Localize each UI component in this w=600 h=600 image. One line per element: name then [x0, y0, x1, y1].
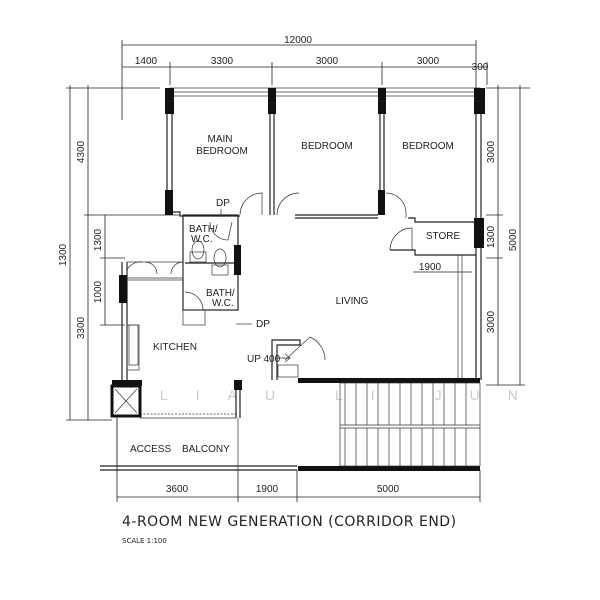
- dim-right-3: 3000: [486, 310, 497, 333]
- dim-right-2: 1300: [486, 225, 497, 248]
- dim-store-width: 1900: [419, 262, 442, 273]
- label-bath-2a: BATH/: [206, 288, 235, 299]
- label-bath-1b: W.C.: [191, 234, 213, 245]
- label-bath-1a: BATH/: [189, 224, 218, 235]
- dim-bottom-1: 3600: [166, 484, 189, 495]
- room-labels: MAIN BEDROOM BEDROOM BEDROOM STORE 1900 …: [130, 134, 472, 455]
- label-kitchen: KITCHEN: [153, 342, 197, 353]
- drawing-scale: SCALE 1:100: [122, 537, 167, 545]
- label-bath-2b: W.C.: [212, 298, 234, 309]
- top-dimensions: 12000 1400 3300 3000 3000 300: [121, 35, 489, 120]
- dim-bottom-3: 5000: [377, 484, 400, 495]
- dim-left-1: 4300: [76, 140, 87, 163]
- dim-bottom-2: 1900: [256, 484, 279, 495]
- staircase: [339, 382, 481, 467]
- structural-columns: [112, 88, 485, 471]
- dim-total-width: 12000: [284, 35, 312, 46]
- label-balcony: BALCONY: [182, 444, 230, 455]
- dim-top-1: 1400: [135, 56, 158, 67]
- dp-bottom: DP: [256, 319, 270, 330]
- right-dimensions: 3000 1300 3000 5000: [486, 85, 530, 386]
- dim-right-total: 5000: [508, 228, 519, 251]
- dim-top-5: 300: [472, 62, 489, 73]
- drawing-title: 4-ROOM NEW GENERATION (CORRIDOR END): [122, 514, 457, 530]
- dim-right-1: 3000: [486, 140, 497, 163]
- dim-top-4: 3000: [417, 56, 440, 67]
- label-main-bedroom-1: MAIN: [208, 134, 233, 145]
- dim-top-2: 3300: [211, 56, 234, 67]
- refuse-chute-icon: [110, 384, 142, 418]
- label-living: LIVING: [336, 296, 369, 307]
- dim-left-inner-1: 1300: [93, 228, 104, 251]
- label-access: ACCESS: [130, 444, 171, 455]
- fixtures: [128, 240, 229, 366]
- dim-left-middle: 1300: [58, 243, 69, 266]
- dim-top-3: 3000: [316, 56, 339, 67]
- left-dimensions: 4300 3300 1300 1300 1000: [58, 85, 180, 421]
- watermark: LIAU LI JUN: [160, 387, 546, 403]
- toilet-icon: [213, 248, 227, 268]
- label-main-bedroom-2: BEDROOM: [196, 146, 248, 157]
- doors: [126, 192, 413, 361]
- label-bedroom-2: BEDROOM: [301, 141, 353, 152]
- label-store: STORE: [426, 231, 461, 242]
- arrow-right-icon: [275, 353, 291, 363]
- stove-icon: [128, 324, 139, 366]
- dim-left-2: 3300: [76, 316, 87, 339]
- label-bedroom-3: BEDROOM: [402, 141, 454, 152]
- dp-top: DP: [216, 198, 230, 209]
- dim-left-inner-2: 1000: [93, 280, 104, 303]
- toilet-icon: [191, 240, 205, 260]
- annotations: DP DP UP 400: [216, 198, 291, 365]
- up-400: UP 400: [247, 354, 281, 365]
